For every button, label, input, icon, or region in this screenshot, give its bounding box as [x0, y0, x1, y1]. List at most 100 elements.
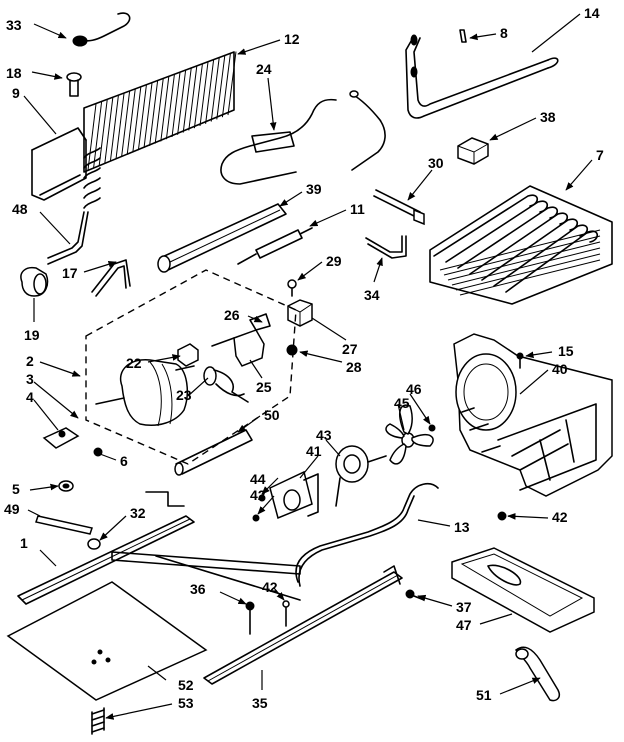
part-42-screw-right — [497, 511, 507, 521]
callout-29: 29 — [326, 253, 342, 269]
callout-18: 18 — [6, 65, 22, 81]
callout-46: 46 — [406, 381, 422, 397]
part-51-hose — [514, 646, 561, 702]
callout-26: 26 — [224, 307, 240, 323]
callout-9: 9 — [12, 85, 20, 101]
callout-53: 53 — [178, 695, 194, 711]
part-42-screw-mid — [252, 514, 260, 522]
part-14-heater — [405, 34, 559, 119]
part-18-screw — [66, 72, 82, 97]
callout-13: 13 — [454, 519, 470, 535]
callout-43: 43 — [316, 427, 332, 443]
callout-11: 11 — [350, 201, 365, 217]
callout-27: 27 — [342, 341, 358, 357]
part-34-tube — [365, 235, 407, 259]
callout-15: 15 — [558, 343, 574, 359]
part-23-harness — [203, 366, 249, 403]
part-8-clip — [459, 29, 467, 43]
part-38-connector-block — [457, 137, 489, 165]
part-15-screw — [516, 352, 524, 369]
part-26-cover — [249, 313, 271, 331]
part-49-strap — [35, 515, 93, 535]
part-7-evaporator — [429, 185, 613, 305]
callout-17: 17 — [62, 265, 78, 281]
part-41-bracket — [269, 470, 319, 520]
callout-49: 49 — [4, 501, 20, 517]
part-25-relay — [211, 329, 265, 367]
part-19-grommet — [20, 266, 49, 297]
part-29-screw — [287, 279, 297, 297]
callout-2: 2 — [26, 353, 34, 369]
part-53-spring — [91, 707, 105, 735]
callout-42-c: 42 — [262, 579, 278, 595]
part-1-base-rail — [17, 515, 195, 605]
callout-28: 28 — [346, 359, 362, 375]
callout-labels: 33 18 9 12 24 14 8 38 30 7 39 11 48 17 1… — [4, 5, 604, 711]
part-43-fan-motor — [335, 445, 387, 507]
callout-50: 50 — [264, 407, 280, 423]
callout-22: 22 — [126, 355, 142, 371]
callout-47: 47 — [456, 617, 472, 633]
part-13-tube — [295, 482, 439, 587]
part-30-tie — [373, 189, 425, 226]
callout-38: 38 — [540, 109, 556, 125]
callout-37: 37 — [456, 599, 472, 615]
callout-8: 8 — [500, 25, 508, 41]
callout-5: 5 — [12, 481, 20, 497]
callout-48: 48 — [12, 201, 28, 217]
part-5-grommet — [58, 480, 74, 492]
callout-33: 33 — [6, 17, 22, 33]
callout-25: 25 — [256, 379, 272, 395]
callout-19: 19 — [24, 327, 40, 343]
part-32-clip — [87, 538, 101, 550]
part-44-screw — [258, 494, 266, 502]
callout-7: 7 — [596, 147, 604, 163]
part-45-fan-blade — [385, 404, 434, 465]
part-17-tube — [91, 259, 131, 297]
callout-3: 3 — [26, 371, 34, 387]
part-27-relay — [287, 299, 313, 327]
part-39-sleeve — [157, 203, 287, 273]
part-40-shroud — [453, 333, 613, 497]
callout-30: 30 — [428, 155, 444, 171]
part-52-base-plate — [6, 581, 208, 701]
part-24-tube — [220, 90, 386, 185]
part-37-screw — [405, 589, 425, 601]
callout-32: 32 — [130, 505, 146, 521]
part-33-connector — [72, 12, 131, 47]
callout-4: 4 — [26, 389, 34, 405]
callout-34: 34 — [364, 287, 380, 303]
callout-42-b: 42 — [552, 509, 568, 525]
callout-41: 41 — [306, 443, 322, 459]
callout-24: 24 — [256, 61, 272, 77]
callout-23: 23 — [176, 387, 192, 403]
part-47-drain-pan — [451, 547, 595, 633]
callout-42-a: 42 — [250, 487, 266, 503]
part-50-tube — [174, 429, 253, 476]
callout-1: 1 — [20, 535, 28, 551]
callout-35: 35 — [252, 695, 268, 711]
callout-36: 36 — [190, 581, 206, 597]
part-46-nut — [428, 424, 436, 432]
callout-51: 51 — [476, 687, 492, 703]
part-48-tube — [47, 211, 89, 265]
callout-44: 44 — [250, 471, 266, 487]
callout-40: 40 — [552, 361, 568, 377]
part-2-compressor — [95, 359, 195, 427]
part-4-bracket — [42, 427, 80, 449]
part-12-condenser — [31, 51, 237, 209]
part-22-overload — [177, 343, 199, 367]
callout-45: 45 — [394, 395, 410, 411]
callout-12: 12 — [284, 31, 300, 47]
part-28-plug — [286, 344, 298, 356]
part-35-rail — [203, 565, 403, 685]
callout-6: 6 — [120, 453, 128, 469]
callout-39: 39 — [306, 181, 322, 197]
part-42-bolt-lower — [282, 600, 290, 627]
callout-14: 14 — [584, 5, 600, 21]
compressor-group-outline — [85, 269, 297, 465]
part-36-bolt — [245, 601, 255, 635]
part-11-drier — [237, 227, 313, 265]
leader-lines — [23, 13, 593, 720]
